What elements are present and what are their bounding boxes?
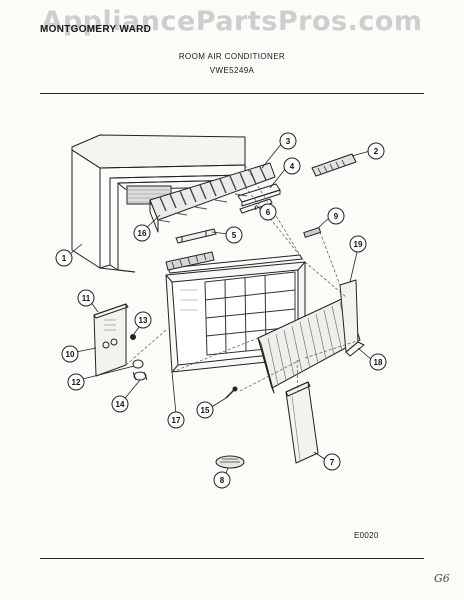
- header-rule: [40, 93, 424, 94]
- callout-10: 10: [61, 345, 79, 363]
- svg-text:4: 4: [290, 162, 295, 171]
- svg-text:8: 8: [220, 476, 225, 485]
- svg-text:11: 11: [82, 294, 91, 303]
- small-grille: [311, 153, 357, 177]
- svg-text:19: 19: [354, 240, 363, 249]
- callout-17: 17: [167, 411, 185, 429]
- svg-text:6: 6: [266, 208, 271, 217]
- svg-text:17: 17: [172, 416, 181, 425]
- handwritten-mark: G6: [434, 572, 450, 585]
- site-watermark: AppliancePartsPros.com: [41, 6, 423, 37]
- svg-text:16: 16: [138, 229, 147, 238]
- callout-16: 16: [133, 224, 151, 242]
- mounting-screw: [225, 386, 238, 399]
- louver-bracket: [237, 183, 281, 207]
- diagram-title: ROOM AIR CONDITIONER: [178, 52, 286, 61]
- curtain-lock: [215, 455, 245, 469]
- panel-latch: [303, 227, 322, 238]
- footer-rule: [40, 558, 424, 559]
- svg-text:18: 18: [374, 358, 383, 367]
- callout-19: 19: [349, 235, 367, 253]
- upper-front-louver: [165, 251, 215, 271]
- svg-text:7: 7: [330, 458, 335, 467]
- svg-text:9: 9: [334, 212, 339, 221]
- brand-label: MONTGOMERY WARD: [40, 24, 152, 35]
- knob-assembly: [132, 359, 148, 381]
- control-linkage: [239, 198, 273, 214]
- callout-6: 6: [259, 203, 277, 221]
- callout-12: 12: [67, 373, 85, 391]
- callout-4: 4: [283, 157, 301, 175]
- callout-5: 5: [225, 226, 243, 244]
- control-panel: [93, 303, 129, 377]
- model-number: VWE5249A: [209, 66, 255, 75]
- control-knob: [130, 334, 136, 340]
- louver-rod: [175, 228, 217, 244]
- callout-18: 18: [369, 353, 387, 371]
- diagram-code: E0020: [354, 531, 379, 540]
- svg-text:5: 5: [232, 231, 237, 240]
- filter-frame: [339, 279, 365, 357]
- callout-2: 2: [367, 142, 385, 160]
- svg-text:1: 1: [62, 254, 67, 263]
- callout-1: 1: [55, 249, 73, 267]
- callout-3: 3: [279, 132, 297, 150]
- svg-text:12: 12: [72, 378, 81, 387]
- svg-text:14: 14: [116, 400, 125, 409]
- callout-13: 13: [134, 311, 152, 329]
- callout-11: 11: [77, 289, 95, 307]
- callout-15: 15: [196, 401, 214, 419]
- svg-text:2: 2: [374, 147, 379, 156]
- louver-assembly: [149, 162, 276, 233]
- callout-14: 14: [111, 395, 129, 413]
- svg-text:13: 13: [139, 316, 148, 325]
- callout-7: 7: [323, 453, 341, 471]
- side-curtain-panel: [285, 381, 319, 464]
- svg-text:3: 3: [286, 137, 291, 146]
- callout-8: 8: [213, 471, 231, 489]
- svg-text:10: 10: [66, 350, 75, 359]
- callout-9: 9: [327, 207, 345, 225]
- svg-text:15: 15: [201, 406, 210, 415]
